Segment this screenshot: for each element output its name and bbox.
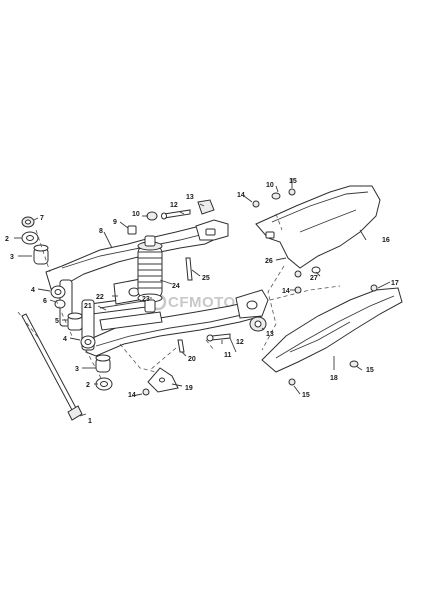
callout-2-top: 2 bbox=[5, 236, 9, 243]
callout-12-top: 12 bbox=[170, 202, 178, 209]
chain-guard bbox=[261, 266, 403, 386]
callout-9: 9 bbox=[113, 219, 117, 226]
callout-24: 24 bbox=[172, 283, 180, 290]
callout-3-top: 3 bbox=[10, 254, 14, 261]
callout-15-top: 15 bbox=[289, 178, 297, 185]
callout-10-left: 10 bbox=[132, 211, 140, 218]
swingarm bbox=[45, 219, 269, 357]
callout-15-bottom: 15 bbox=[302, 392, 310, 399]
callout-19: 19 bbox=[185, 385, 193, 392]
callout-15-right: 15 bbox=[366, 367, 374, 374]
callout-6: 6 bbox=[43, 298, 47, 305]
callout-2-bottom: 2 bbox=[86, 382, 90, 389]
callout-17: 17 bbox=[391, 280, 399, 287]
callout-3-bottom: 3 bbox=[75, 366, 79, 373]
callout-21: 21 bbox=[84, 303, 92, 310]
watermark-text: CFMOTO bbox=[168, 294, 236, 311]
callout-8: 8 bbox=[99, 228, 103, 235]
callout-14-bottom: 14 bbox=[128, 392, 136, 399]
callout-20: 20 bbox=[188, 356, 196, 363]
pivot-bolt bbox=[17, 311, 83, 421]
pivot-parts-left bbox=[21, 216, 113, 391]
callout-12-bottom: 12 bbox=[236, 339, 244, 346]
upper-small-parts bbox=[127, 199, 215, 281]
callout-7: 7 bbox=[40, 215, 44, 222]
callout-4-top: 4 bbox=[31, 287, 35, 294]
callout-11: 11 bbox=[224, 352, 232, 359]
callouts: 1 2 2 3 3 4 4 5 6 7 8 9 10 10 11 12 12 1… bbox=[5, 178, 399, 425]
callout-23: 23 bbox=[142, 296, 150, 303]
callout-5: 5 bbox=[55, 318, 59, 325]
callout-16: 16 bbox=[382, 237, 390, 244]
callout-1: 1 bbox=[88, 418, 92, 425]
leader-lines bbox=[14, 178, 391, 417]
rear-mudguard bbox=[252, 185, 381, 269]
callout-13-bottom: 13 bbox=[266, 331, 274, 338]
callout-25: 25 bbox=[202, 275, 210, 282]
callout-14-right: 14 bbox=[282, 288, 290, 295]
callout-13-top: 13 bbox=[186, 194, 194, 201]
lower-small-parts bbox=[142, 316, 267, 396]
assembly-guide-lines bbox=[35, 213, 341, 381]
callout-4-bottom: 4 bbox=[63, 336, 67, 343]
callout-18: 18 bbox=[330, 375, 338, 382]
callout-14-top: 14 bbox=[237, 192, 245, 199]
callout-10-right: 10 bbox=[266, 182, 274, 189]
callout-22: 22 bbox=[96, 294, 104, 301]
callout-27: 27 bbox=[310, 275, 318, 282]
callout-26: 26 bbox=[265, 258, 273, 265]
